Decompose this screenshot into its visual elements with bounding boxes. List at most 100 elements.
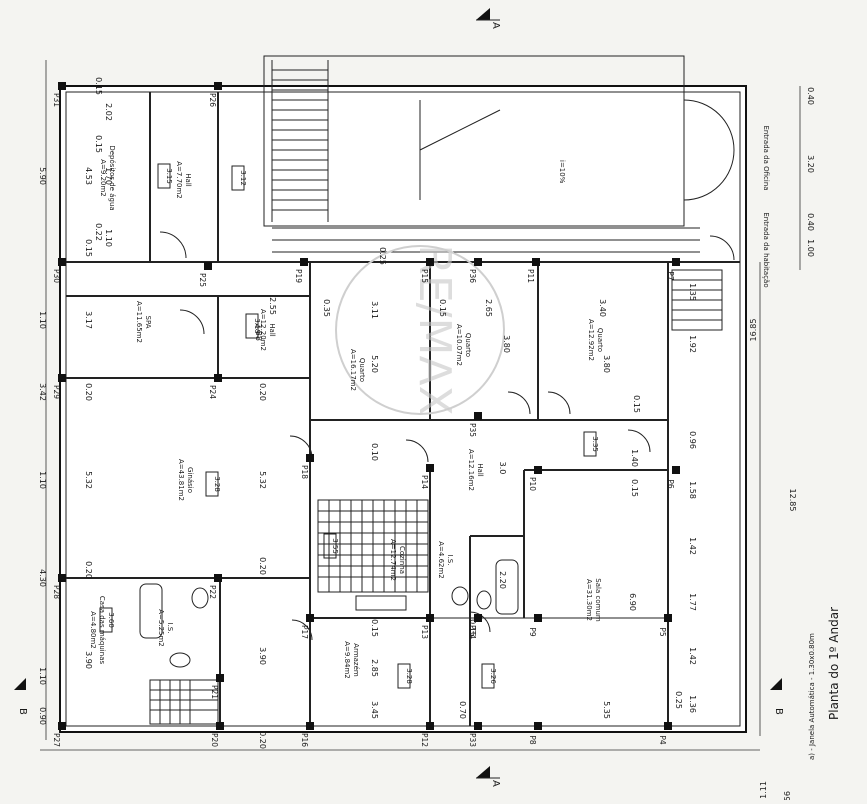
- dim-inner: 0.15: [468, 619, 477, 637]
- dim-inner: 1.92: [688, 335, 697, 353]
- pillar-mark: [58, 82, 66, 90]
- room-area-is1: A=5.25m2: [157, 609, 165, 647]
- dim-inner: 0.35: [322, 299, 331, 317]
- pillar-label: P16: [300, 733, 309, 747]
- pillar-label: P12: [420, 733, 429, 747]
- dim-inner: 3.17: [84, 311, 93, 329]
- dim-inner: 2.88: [254, 323, 263, 341]
- dim-inner: 0.20: [258, 383, 267, 401]
- dim-top: 0.22: [94, 223, 103, 241]
- pillar-mark: [426, 464, 434, 472]
- garage-door-arc: [683, 99, 735, 201]
- pillar-mark: [214, 574, 222, 582]
- dim-inner: 1.36: [688, 695, 697, 713]
- pillar-label: P29: [52, 385, 61, 399]
- pillar-label: P24: [208, 385, 217, 399]
- ramp-stair-left: [271, 60, 329, 222]
- room-name-armazem: Armazém: [352, 643, 360, 677]
- dim-right: 1.00: [806, 239, 815, 257]
- kitchen-tile-grid: [317, 499, 429, 593]
- pillar-mark: [58, 574, 66, 582]
- dim-inner: 5.35: [602, 701, 611, 719]
- pillar-mark: [474, 412, 482, 420]
- height-tag-box: [245, 313, 259, 339]
- watermark: RE/MAX: [409, 244, 460, 415]
- pillar-label: P6: [666, 479, 675, 489]
- height-tag-box: [481, 663, 495, 689]
- pillar-label: P33: [468, 733, 477, 747]
- dim-top: 1.70: [104, 167, 113, 185]
- room-name-casamaq: Casa das máquinas: [98, 596, 106, 665]
- dim-left: 1.10: [38, 311, 47, 329]
- pillar-label: P17: [300, 625, 309, 639]
- room-name-spa: SPA: [144, 315, 152, 328]
- room-area-hall3: A=12.16m2: [467, 449, 475, 491]
- height-tag-box: [323, 533, 337, 559]
- height-tag-box: [157, 163, 171, 189]
- dim-inner: 2.85: [370, 659, 379, 677]
- pillar-mark: [306, 454, 314, 462]
- dim-bottom: 0.56: [783, 791, 792, 800]
- dim-inner: 2.65: [484, 299, 493, 317]
- room-name-hall2: Hall: [268, 323, 276, 336]
- dim-inner: 1.42: [688, 537, 697, 555]
- room-area-quarto3: A=12.92m2: [587, 319, 595, 361]
- pillar-label: P28: [52, 585, 61, 599]
- pillar-mark: [534, 466, 542, 474]
- dim-inner: 2.20: [498, 571, 507, 589]
- dim-top: 1.10: [104, 229, 113, 247]
- dim-inner: 3.0: [498, 462, 507, 475]
- room-area-sala: A=31.30m2: [585, 579, 593, 621]
- pillar-mark: [664, 722, 672, 730]
- pillar-mark: [534, 614, 542, 622]
- dim-left: 1.10: [38, 667, 47, 685]
- dim-top: 2.02: [104, 103, 113, 121]
- pillar-mark: [474, 258, 482, 266]
- dim-inner: 1.58: [688, 481, 697, 499]
- dim-bottom: 1.11: [759, 781, 768, 799]
- pillar-mark: [214, 374, 222, 382]
- dim-top: 0.15: [94, 135, 103, 153]
- height-tag: 3.35: [591, 436, 599, 452]
- pillar-label: P10: [528, 477, 537, 491]
- dim-inner: 0.15: [84, 239, 93, 257]
- pillar-mark: [58, 258, 66, 266]
- room-name-hall1: Hall: [184, 173, 192, 186]
- room-name-is1: I.S.: [166, 623, 174, 634]
- room-name-is2: I.S.: [446, 555, 454, 566]
- dim-inner: 12.85: [788, 489, 797, 512]
- pillar-mark: [426, 258, 434, 266]
- pillar-label: P36: [468, 269, 477, 283]
- pillar-mark: [474, 614, 482, 622]
- room-area-quarto2: A=10.07m2: [455, 324, 463, 366]
- height-tag: 3.15: [165, 168, 173, 184]
- dim-inner: 1.35: [688, 283, 697, 301]
- section-marker-a-bottom: A: [476, 766, 501, 787]
- room-area-ginasio: A=43.81m2: [177, 459, 185, 501]
- dim-labels: 5.901.103.421.104.301.100.900.403.200.40…: [38, 77, 815, 804]
- pillar-label: P22: [208, 585, 217, 599]
- bathroom-fixtures: [139, 559, 519, 668]
- stairs-top-strip: [272, 227, 700, 253]
- dim-inner: 5.32: [258, 471, 267, 489]
- room-area-casamaq: A=4.80m2: [89, 611, 97, 649]
- pillar-label: P21: [210, 685, 219, 699]
- pillar-mark: [664, 614, 672, 622]
- pillar-label: P8: [528, 735, 537, 745]
- sheet-legend: a) - Janela Automática - 1.30x0.80m: [808, 633, 816, 760]
- room-name-sala: Sala comum: [594, 578, 602, 622]
- pillar-mark: [474, 722, 482, 730]
- pillar-mark: [58, 722, 66, 730]
- pillar-mark: [534, 722, 542, 730]
- dim-top: 0.15: [94, 77, 103, 95]
- pillar-mark: [426, 614, 434, 622]
- dim-inner: 1.77: [688, 593, 697, 611]
- inner-outline: [65, 91, 741, 727]
- height-tag: 3.15: [253, 318, 261, 334]
- pillar-label: P5: [658, 627, 667, 637]
